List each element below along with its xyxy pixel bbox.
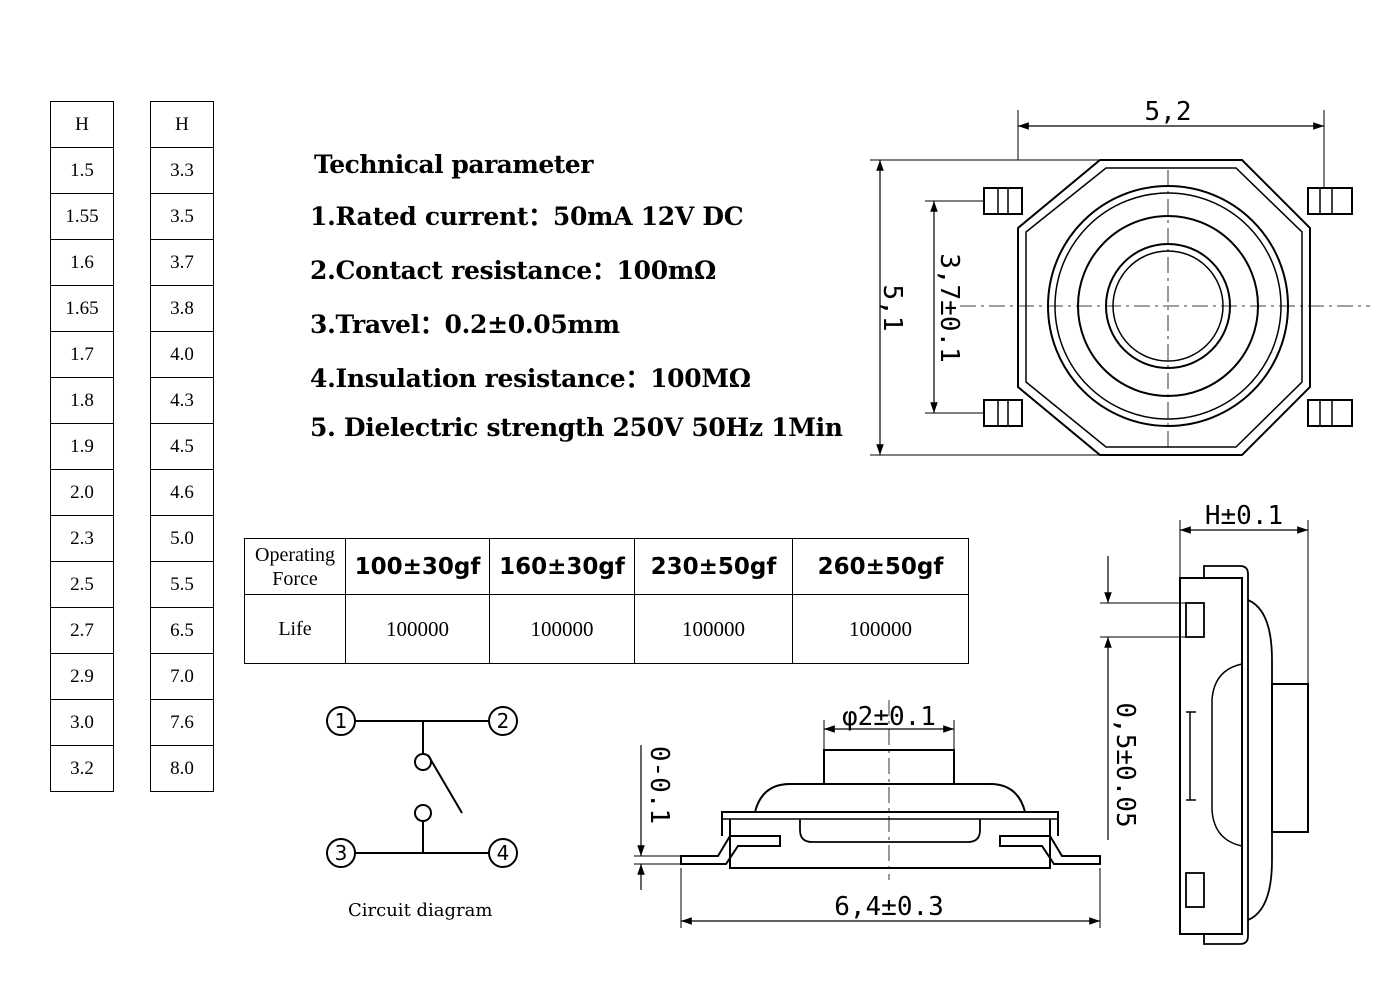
top-width-dim: 5,2 [1145,97,1192,127]
operating-force-table: Operating Force 100±30gf 160±30gf 230±50… [244,538,969,664]
height-value: 2.7 [50,607,114,654]
force-cell: 260±50gf [792,538,969,595]
side-view-drawing [634,700,1101,928]
pin-1-label: 1 [335,709,348,733]
life-cell: 100000 [489,594,635,664]
force-cell: 100±30gf [345,538,490,595]
pin-3-label: 3 [335,841,348,865]
height-value: 1.8 [50,377,114,424]
height-value: 4.0 [150,331,214,378]
label-line-1: Operating [255,543,335,566]
height-value: 3.8 [150,285,214,332]
life-cell: 100000 [345,594,490,664]
label-line-2: Force [272,567,318,590]
life-label: Life [244,594,346,664]
side-tolerance-dim: 0-0.1 [644,746,674,824]
height-value: 2.5 [50,561,114,608]
spec-rated-current: 1.Rated current：50mA 12V DC [310,202,744,231]
life-cell: 100000 [792,594,969,664]
height-value: 2.0 [50,469,114,516]
circuit-pin-labels: 1 2 3 4 [335,709,510,865]
height-value: 1.65 [50,285,114,332]
operating-force-label: Operating Force [244,538,346,595]
height-value: 2.3 [50,515,114,562]
height-value: 3.2 [50,745,114,792]
height-value: 8.0 [150,745,214,792]
height-value: 3.3 [150,147,214,194]
travel-dim: 0,5±0.05 [1110,702,1140,827]
height-value: 1.7 [50,331,114,378]
circuit-caption: Circuit diagram [348,900,493,921]
top-view-drawing [870,110,1370,456]
end-view-drawing [1100,520,1309,945]
circuit-diagram [326,706,518,868]
height-value: 7.6 [150,699,214,746]
height-value: 7.0 [150,653,214,700]
height-value: 1.9 [50,423,114,470]
spec-dielectric-strength: 5. Dielectric strength 250V 50Hz 1Min [310,413,843,442]
stem-diameter-dim: φ2±0.1 [842,702,936,732]
height-header: H [150,101,214,148]
height-value: 5.5 [150,561,214,608]
height-value: 3.0 [50,699,114,746]
height-value: 6.5 [150,607,214,654]
spec-contact-resistance: 2.Contact resistance：100mΩ [310,256,716,285]
height-value: 5.0 [150,515,214,562]
height-value: 1.5 [50,147,114,194]
pin-2-label: 2 [497,709,510,733]
pin-4-label: 4 [497,841,510,865]
side-width-dim: 6,4±0.3 [834,892,944,922]
height-header: H [50,101,114,148]
spec-insulation-resistance: 4.Insulation resistance：100MΩ [310,364,751,393]
top-inner-dim: 3,7±0.1 [934,253,964,363]
height-value: 1.6 [50,239,114,286]
technical-parameter-block: Technical parameter 1.Rated current：50mA… [310,150,843,442]
height-value: 4.6 [150,469,214,516]
top-height-dim: 5,1 [877,285,907,332]
end-height-dim: H±0.1 [1205,501,1283,531]
spec-title: Technical parameter [314,150,593,179]
spec-travel: 3.Travel：0.2±0.05mm [310,310,620,339]
height-value: 2.9 [50,653,114,700]
force-cell: 230±50gf [634,538,793,595]
